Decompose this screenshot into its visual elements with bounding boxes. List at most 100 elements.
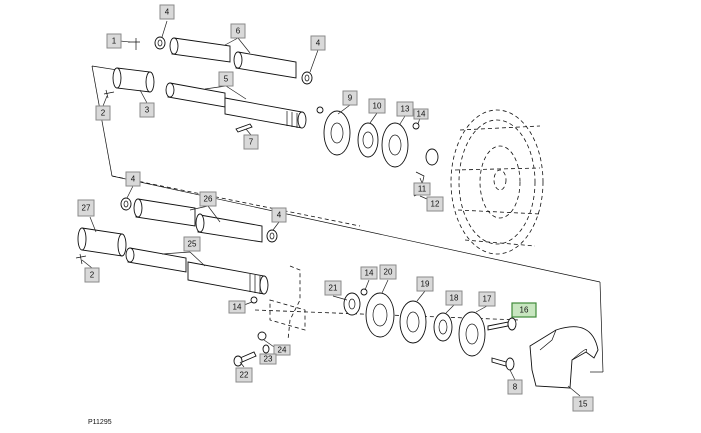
- callout-10: 10: [368, 98, 386, 114]
- callout-16: 16: [511, 302, 537, 318]
- svg-text:7: 7: [249, 138, 254, 147]
- callout-4: 4: [271, 207, 287, 223]
- part-15-shield: [529, 326, 599, 389]
- svg-text:4: 4: [316, 39, 321, 48]
- callouts: 4 6 1 4 5 2 3 9 10 13 14 7 11 12 4 27 26…: [77, 4, 594, 412]
- part-8-bolt: [491, 357, 507, 367]
- callout-14: 14: [360, 266, 378, 280]
- callout-18: 18: [445, 290, 463, 306]
- svg-text:5: 5: [224, 75, 229, 84]
- svg-text:26: 26: [204, 195, 213, 204]
- svg-text:2: 2: [90, 271, 95, 280]
- svg-text:10: 10: [373, 102, 382, 111]
- callout-15: 15: [572, 396, 594, 412]
- svg-text:4: 4: [131, 175, 136, 184]
- callout-3: 3: [139, 102, 155, 118]
- callout-14: 14: [413, 108, 429, 120]
- callout-4: 4: [125, 171, 141, 187]
- part-24-nut: [257, 331, 267, 341]
- svg-text:18: 18: [450, 294, 459, 303]
- callout-2: 2: [84, 267, 100, 283]
- part-2-screw: [103, 89, 115, 99]
- svg-text:19: 19: [421, 280, 430, 289]
- part-6-tube-right: [235, 51, 297, 79]
- svg-text:16: 16: [520, 306, 529, 315]
- svg-text:1: 1: [112, 37, 117, 46]
- callout-20: 20: [379, 264, 397, 280]
- part-26-tube-left: [135, 198, 196, 227]
- part-2-screw-lower: [75, 253, 87, 265]
- part-4-washer-b: [301, 71, 313, 85]
- callout-23: 23: [259, 353, 277, 365]
- part-26-tube-right: [197, 214, 263, 243]
- callout-1: 1: [106, 33, 122, 49]
- callout-4: 4: [159, 4, 175, 20]
- svg-text:14: 14: [365, 269, 374, 278]
- svg-text:21: 21: [329, 284, 338, 293]
- part-4-washer-a: [154, 36, 166, 50]
- part-5-shaft-left: [167, 82, 226, 108]
- callout-17: 17: [478, 291, 496, 307]
- svg-text:25: 25: [188, 240, 197, 249]
- svg-text:23: 23: [264, 355, 273, 364]
- part-3-coupler: [116, 67, 151, 93]
- part-4-washer-d: [266, 229, 278, 243]
- callout-19: 19: [416, 276, 434, 292]
- callout-13: 13: [396, 101, 414, 117]
- svg-text:22: 22: [240, 371, 249, 380]
- part-25-shaft-right: [187, 261, 265, 295]
- callout-12: 12: [426, 196, 444, 212]
- part-1-pin: [128, 38, 140, 50]
- part-16-bolt: [487, 321, 509, 331]
- svg-text:6: 6: [236, 27, 241, 36]
- svg-text:3: 3: [145, 106, 150, 115]
- part-7-key: [235, 123, 253, 133]
- part-9-flange: [323, 110, 351, 156]
- collar-upper: [425, 148, 439, 166]
- callout-11: 11: [413, 182, 431, 196]
- callout-5: 5: [218, 71, 234, 87]
- callout-2: 2: [95, 105, 111, 121]
- callout-6: 6: [230, 23, 246, 39]
- part-10-bearing: [357, 122, 379, 158]
- callout-24: 24: [273, 344, 291, 356]
- svg-text:4: 4: [165, 8, 170, 17]
- svg-text:14: 14: [417, 110, 426, 119]
- upper-shaft-assembly: [103, 36, 544, 255]
- part-5-shaft-right: [224, 97, 303, 129]
- part-19-flange: [399, 300, 427, 344]
- ground-wheel-dashed: [450, 109, 544, 255]
- svg-text:2: 2: [101, 109, 106, 118]
- part-6-tube-left: [171, 37, 231, 63]
- part-14-nut-upper: [412, 122, 420, 130]
- svg-text:4: 4: [277, 211, 282, 220]
- callout-14: 14: [228, 300, 246, 314]
- part-13-flange: [381, 122, 409, 168]
- svg-text:20: 20: [384, 268, 393, 277]
- part-23-washer: [262, 344, 270, 354]
- part-21-bearing-half: [343, 292, 361, 316]
- svg-text:27: 27: [82, 204, 91, 213]
- callout-22: 22: [235, 367, 253, 383]
- part-27-coupler: [81, 227, 123, 257]
- callout-21: 21: [324, 280, 342, 296]
- part-17-flange: [458, 311, 486, 357]
- part-25-shaft-left: [127, 247, 187, 273]
- drawing-code: P11295: [88, 419, 112, 426]
- callout-25: 25: [183, 236, 201, 252]
- part-4-washer-c: [120, 197, 132, 211]
- callout-4: 4: [310, 35, 326, 51]
- bracket-dashed: [287, 265, 301, 341]
- leader-lines: [81, 20, 581, 397]
- svg-text:15: 15: [579, 400, 588, 409]
- part-14-nut-lower: [250, 296, 258, 304]
- svg-text:11: 11: [418, 185, 427, 194]
- callout-27: 27: [77, 199, 95, 217]
- svg-text:13: 13: [401, 105, 410, 114]
- svg-text:14: 14: [233, 303, 242, 312]
- svg-text:17: 17: [483, 295, 492, 304]
- callout-7: 7: [243, 134, 259, 150]
- part-18-bearing: [433, 312, 453, 342]
- callout-26: 26: [199, 191, 217, 207]
